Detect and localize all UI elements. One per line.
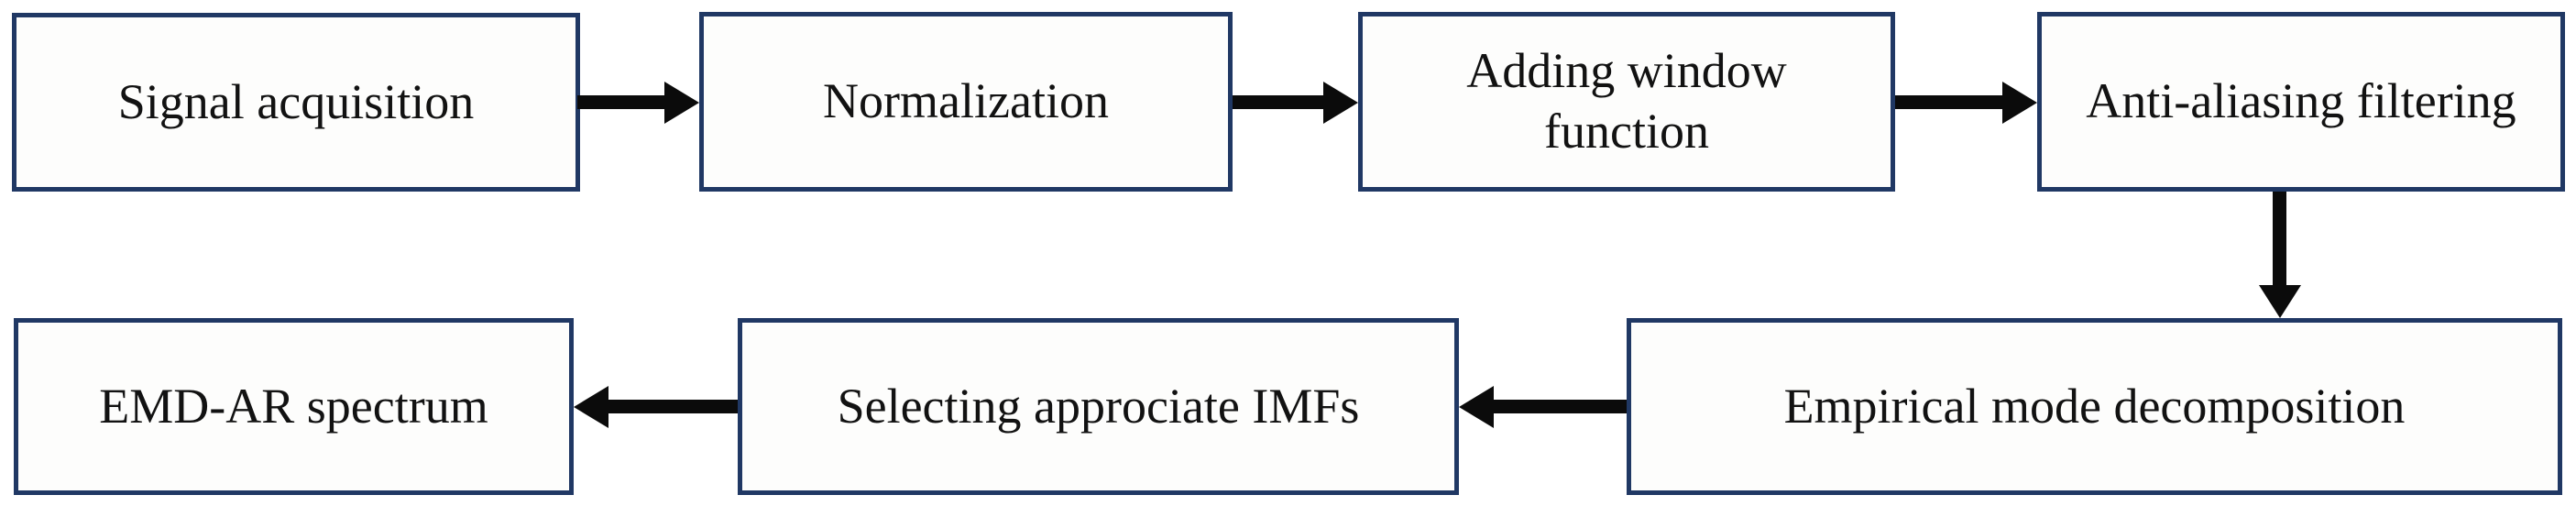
arrow-right-window-to-antialiasing-icon <box>1895 95 2002 109</box>
flow-step-label: Selecting approciate IMFs <box>837 378 1360 434</box>
flow-step-label: Normalization <box>823 73 1109 129</box>
flow-step-selecting-approciate-imfs: Selecting approciate IMFs <box>738 318 1459 495</box>
arrow-left-emd-to-selecting-icon <box>1494 400 1627 413</box>
flow-step-emd-ar-spectrum: EMD-AR spectrum <box>14 318 574 495</box>
flow-step-signal-acquisition: Signal acquisition <box>12 13 580 192</box>
flow-step-label: Empirical mode decomposition <box>1783 378 2406 434</box>
flow-step-label: Adding window function <box>1466 43 1787 159</box>
arrow-right-signal-to-normalization-icon <box>577 95 664 109</box>
flow-step-empirical-mode-decomposition: Empirical mode decomposition <box>1627 318 2562 495</box>
arrow-down-antialiasing-to-emd-icon <box>2273 192 2286 285</box>
flow-step-anti-aliasing-filtering: Anti-aliasing filtering <box>2037 12 2565 192</box>
arrow-right-normalization-to-window-icon <box>1233 95 1323 109</box>
flow-step-label: Signal acquisition <box>117 73 475 129</box>
arrow-left-selecting-to-spectrum-icon <box>608 400 738 413</box>
flow-step-normalization: Normalization <box>699 12 1233 192</box>
flow-step-adding-window-function: Adding window function <box>1358 12 1895 192</box>
flow-step-label: Anti-aliasing filtering <box>2086 73 2516 129</box>
flow-step-label: EMD-AR spectrum <box>99 378 488 434</box>
